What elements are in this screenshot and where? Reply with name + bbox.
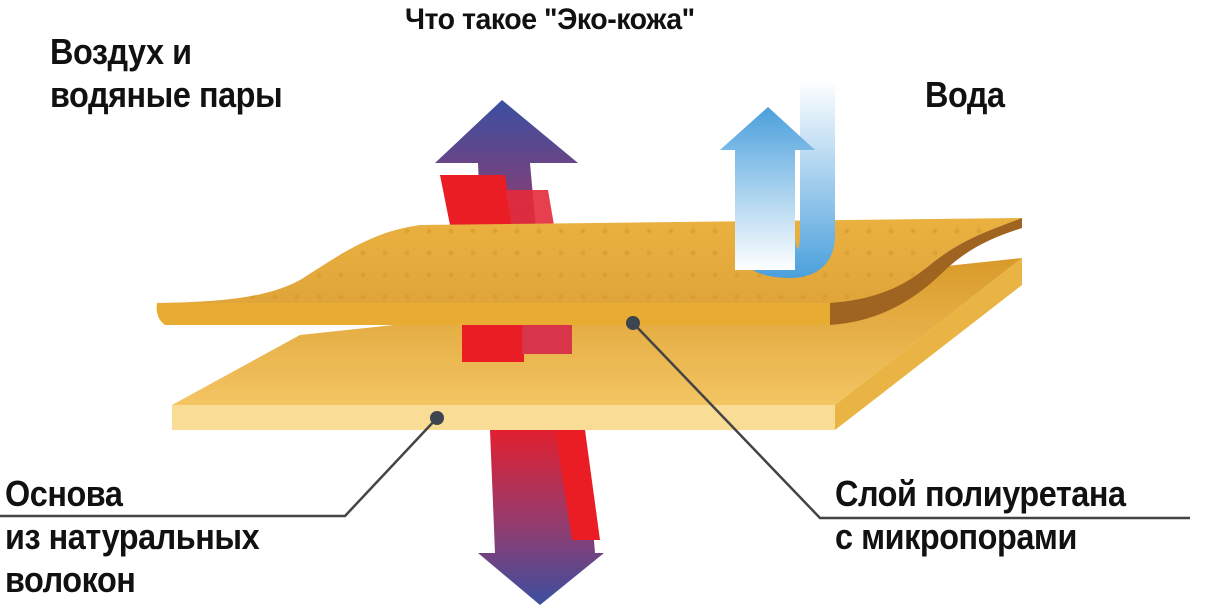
label-base-line3: волокон — [5, 559, 136, 600]
label-base-line2: из натуральных — [5, 516, 260, 557]
label-pu-line2: с микропорами — [835, 516, 1077, 557]
callout-dot — [430, 411, 444, 425]
label-water: Вода — [925, 74, 1005, 115]
red-block — [522, 322, 572, 354]
label-pu-line1: Слой полиуретана — [835, 473, 1126, 514]
callout-dot — [626, 316, 640, 330]
red-block — [462, 322, 524, 362]
callout-pu — [632, 322, 1190, 520]
label-air-line2: водяные пары — [50, 74, 283, 115]
callout-base — [0, 417, 438, 518]
label-base-line1: Основа — [5, 473, 123, 514]
water-arrow — [720, 80, 835, 278]
air-arrow-down — [478, 430, 604, 605]
page-title: Что такое "Эко-кожа" — [405, 3, 695, 36]
label-air-line1: Воздух и — [50, 31, 192, 72]
